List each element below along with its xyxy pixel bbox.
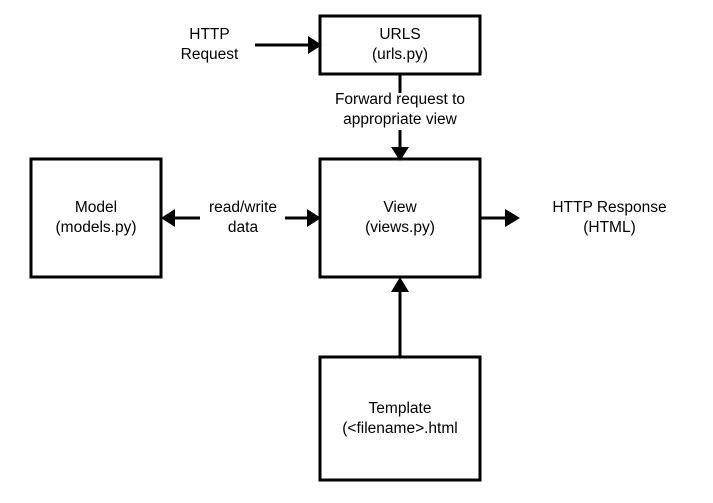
template-label-line2: (<filename>.html <box>342 419 458 437</box>
model-label-line1: Model <box>74 199 118 216</box>
arrowhead-down-icon <box>391 147 409 161</box>
urls-label-line2: (urls.py) <box>372 46 428 63</box>
view-label-line2: (views.py) <box>365 219 435 236</box>
arrowhead-right-icon <box>307 209 321 227</box>
http-response-label: HTTP Response (HTML) <box>527 198 692 238</box>
http-request-line1: HTTP <box>189 26 230 43</box>
template-label-line1: Template <box>368 399 432 417</box>
urls-label-line1: URLS <box>379 26 421 43</box>
view-node-label: View (views.py) <box>320 159 480 277</box>
arrowhead-left-icon <box>161 209 175 227</box>
template-node-label: Template (<filename>.html <box>310 357 490 480</box>
http-response-line2: (HTML) <box>583 219 636 236</box>
urls-node-label: URLS (urls.py) <box>320 16 480 74</box>
edge-view-to-model <box>161 209 200 227</box>
forward-request-edge-label: Forward request to appropriate view <box>310 90 490 130</box>
model-node-box[interactable] <box>29 157 163 279</box>
http-response-line1: HTTP Response <box>552 199 667 216</box>
model-label-line2: (models.py) <box>55 219 137 236</box>
edge-http-request-to-urls <box>255 36 322 54</box>
arrowhead-right-icon <box>505 209 520 227</box>
readwrite-label-line2: data <box>227 219 259 236</box>
readwrite-label-line1: read/write <box>208 199 278 216</box>
http-request-label: HTTP Request <box>152 25 267 65</box>
edge-urls-to-view <box>391 74 409 161</box>
http-request-line2: Request <box>180 46 239 63</box>
arrowhead-right-icon <box>308 36 322 54</box>
edge-model-to-view <box>285 209 321 227</box>
forward-label-line2: appropriate view <box>343 111 457 128</box>
forward-label-line1: Forward request to <box>334 91 466 108</box>
view-label-line1: View <box>383 199 417 216</box>
read-write-data-edge-label: read/write data <box>182 198 304 238</box>
template-node-box[interactable] <box>318 355 482 482</box>
arrowhead-up-icon <box>391 277 409 292</box>
edge-view-to-http-response <box>480 209 520 227</box>
model-node-label: Model (models.py) <box>31 159 161 277</box>
edge-template-to-view <box>391 277 409 357</box>
